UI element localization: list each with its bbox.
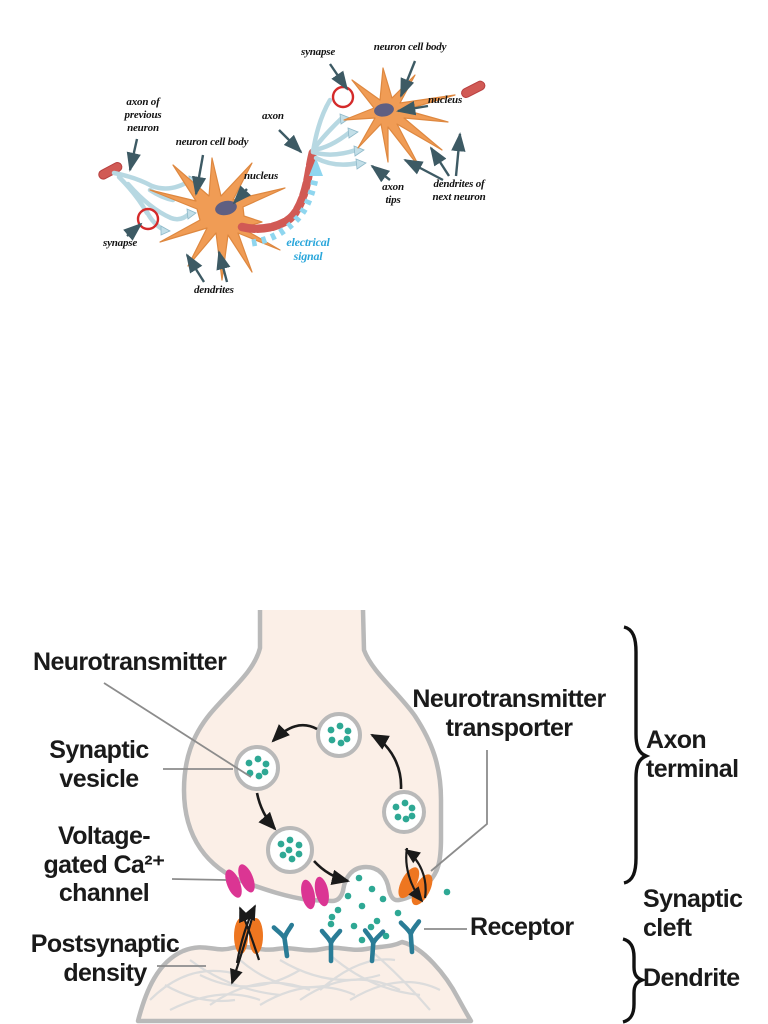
postsynaptic-arrows [230, 904, 261, 985]
label-receptor: Receptor [470, 913, 574, 941]
calcium-channel [301, 876, 329, 910]
axon-shape [237, 147, 318, 233]
label-nucleus-right: nucleus [428, 94, 463, 106]
synapse-circle-left [136, 207, 160, 231]
label-neurotransmitter: Neurotransmitter [33, 648, 227, 676]
previous-axon-stub [98, 162, 123, 180]
receptors [271, 919, 422, 964]
receptor-shape [271, 922, 295, 959]
synaptic-vesicle [316, 712, 362, 758]
neuron-cell-body-right-shape [343, 67, 456, 169]
label-dendrites-of-next-neuron: dendrites of next neuron [432, 178, 486, 203]
terminal-tips-right [339, 113, 367, 170]
label-voltage-gated-ca-channel: Voltage- gated Ca²⁺ channel [43, 822, 165, 907]
label-electrical-signal: electrical signal [286, 235, 330, 264]
label-synaptic-vesicle: Synaptic vesicle [49, 736, 149, 793]
label-axon-tips: axon tips [382, 181, 404, 206]
nucleus-right-shape [374, 103, 394, 117]
label-axon-terminal: Axon terminal [646, 726, 739, 783]
axon-terminal-membrane [181, 610, 444, 904]
label-neurotransmitter-transporter: Neurotransmitter transporter [412, 685, 606, 742]
neuron-overview-illustration [98, 60, 486, 283]
axon-terminal-brace [623, 625, 651, 885]
label-postsynaptic-density: Postsynaptic density [30, 930, 180, 987]
electrical-signal-arrow [251, 158, 323, 247]
receptor-shape [319, 928, 343, 964]
leader-lines [103, 682, 488, 967]
synaptic-vesicles [234, 712, 426, 874]
label-neuron-cell-body-left: neuron cell body [175, 136, 249, 148]
dendrite-brace [622, 937, 647, 1024]
label-dendrites-left: dendrites [194, 284, 234, 296]
dendrite-shape [135, 939, 474, 1024]
label-arrows [123, 60, 466, 283]
axon-terminal-shape [184, 610, 441, 901]
label-synapse-right: synapse [301, 46, 336, 58]
label-axon: axon [262, 110, 284, 122]
neurotransmitter-molecules [327, 874, 451, 944]
synapse-circle-right [331, 85, 355, 109]
synaptic-vesicle [266, 826, 314, 874]
nucleus-left-shape [215, 200, 237, 216]
label-axon-of-previous-neuron: axon of previous neuron [124, 96, 162, 134]
calcium-channel [225, 864, 255, 898]
next-axon-stub [461, 80, 486, 98]
label-synaptic-cleft: Synaptic cleft [643, 885, 743, 942]
label-synapse-left: synapse [103, 237, 138, 249]
label-neuron-cell-body-right: neuron cell body [373, 41, 447, 53]
receptor-shape [362, 928, 386, 964]
axon-tips-tree [310, 97, 361, 167]
receptor-shape [398, 919, 422, 955]
transporter-arrows [404, 847, 427, 903]
synaptic-vesicle [382, 790, 426, 834]
vesicle-cycle-arrows [255, 724, 403, 885]
synapse-detail-illustration [103, 610, 651, 1024]
label-nucleus-left: nucleus [244, 170, 279, 182]
label-dendrite: Dendrite [643, 964, 740, 992]
synaptic-vesicle [234, 745, 280, 791]
